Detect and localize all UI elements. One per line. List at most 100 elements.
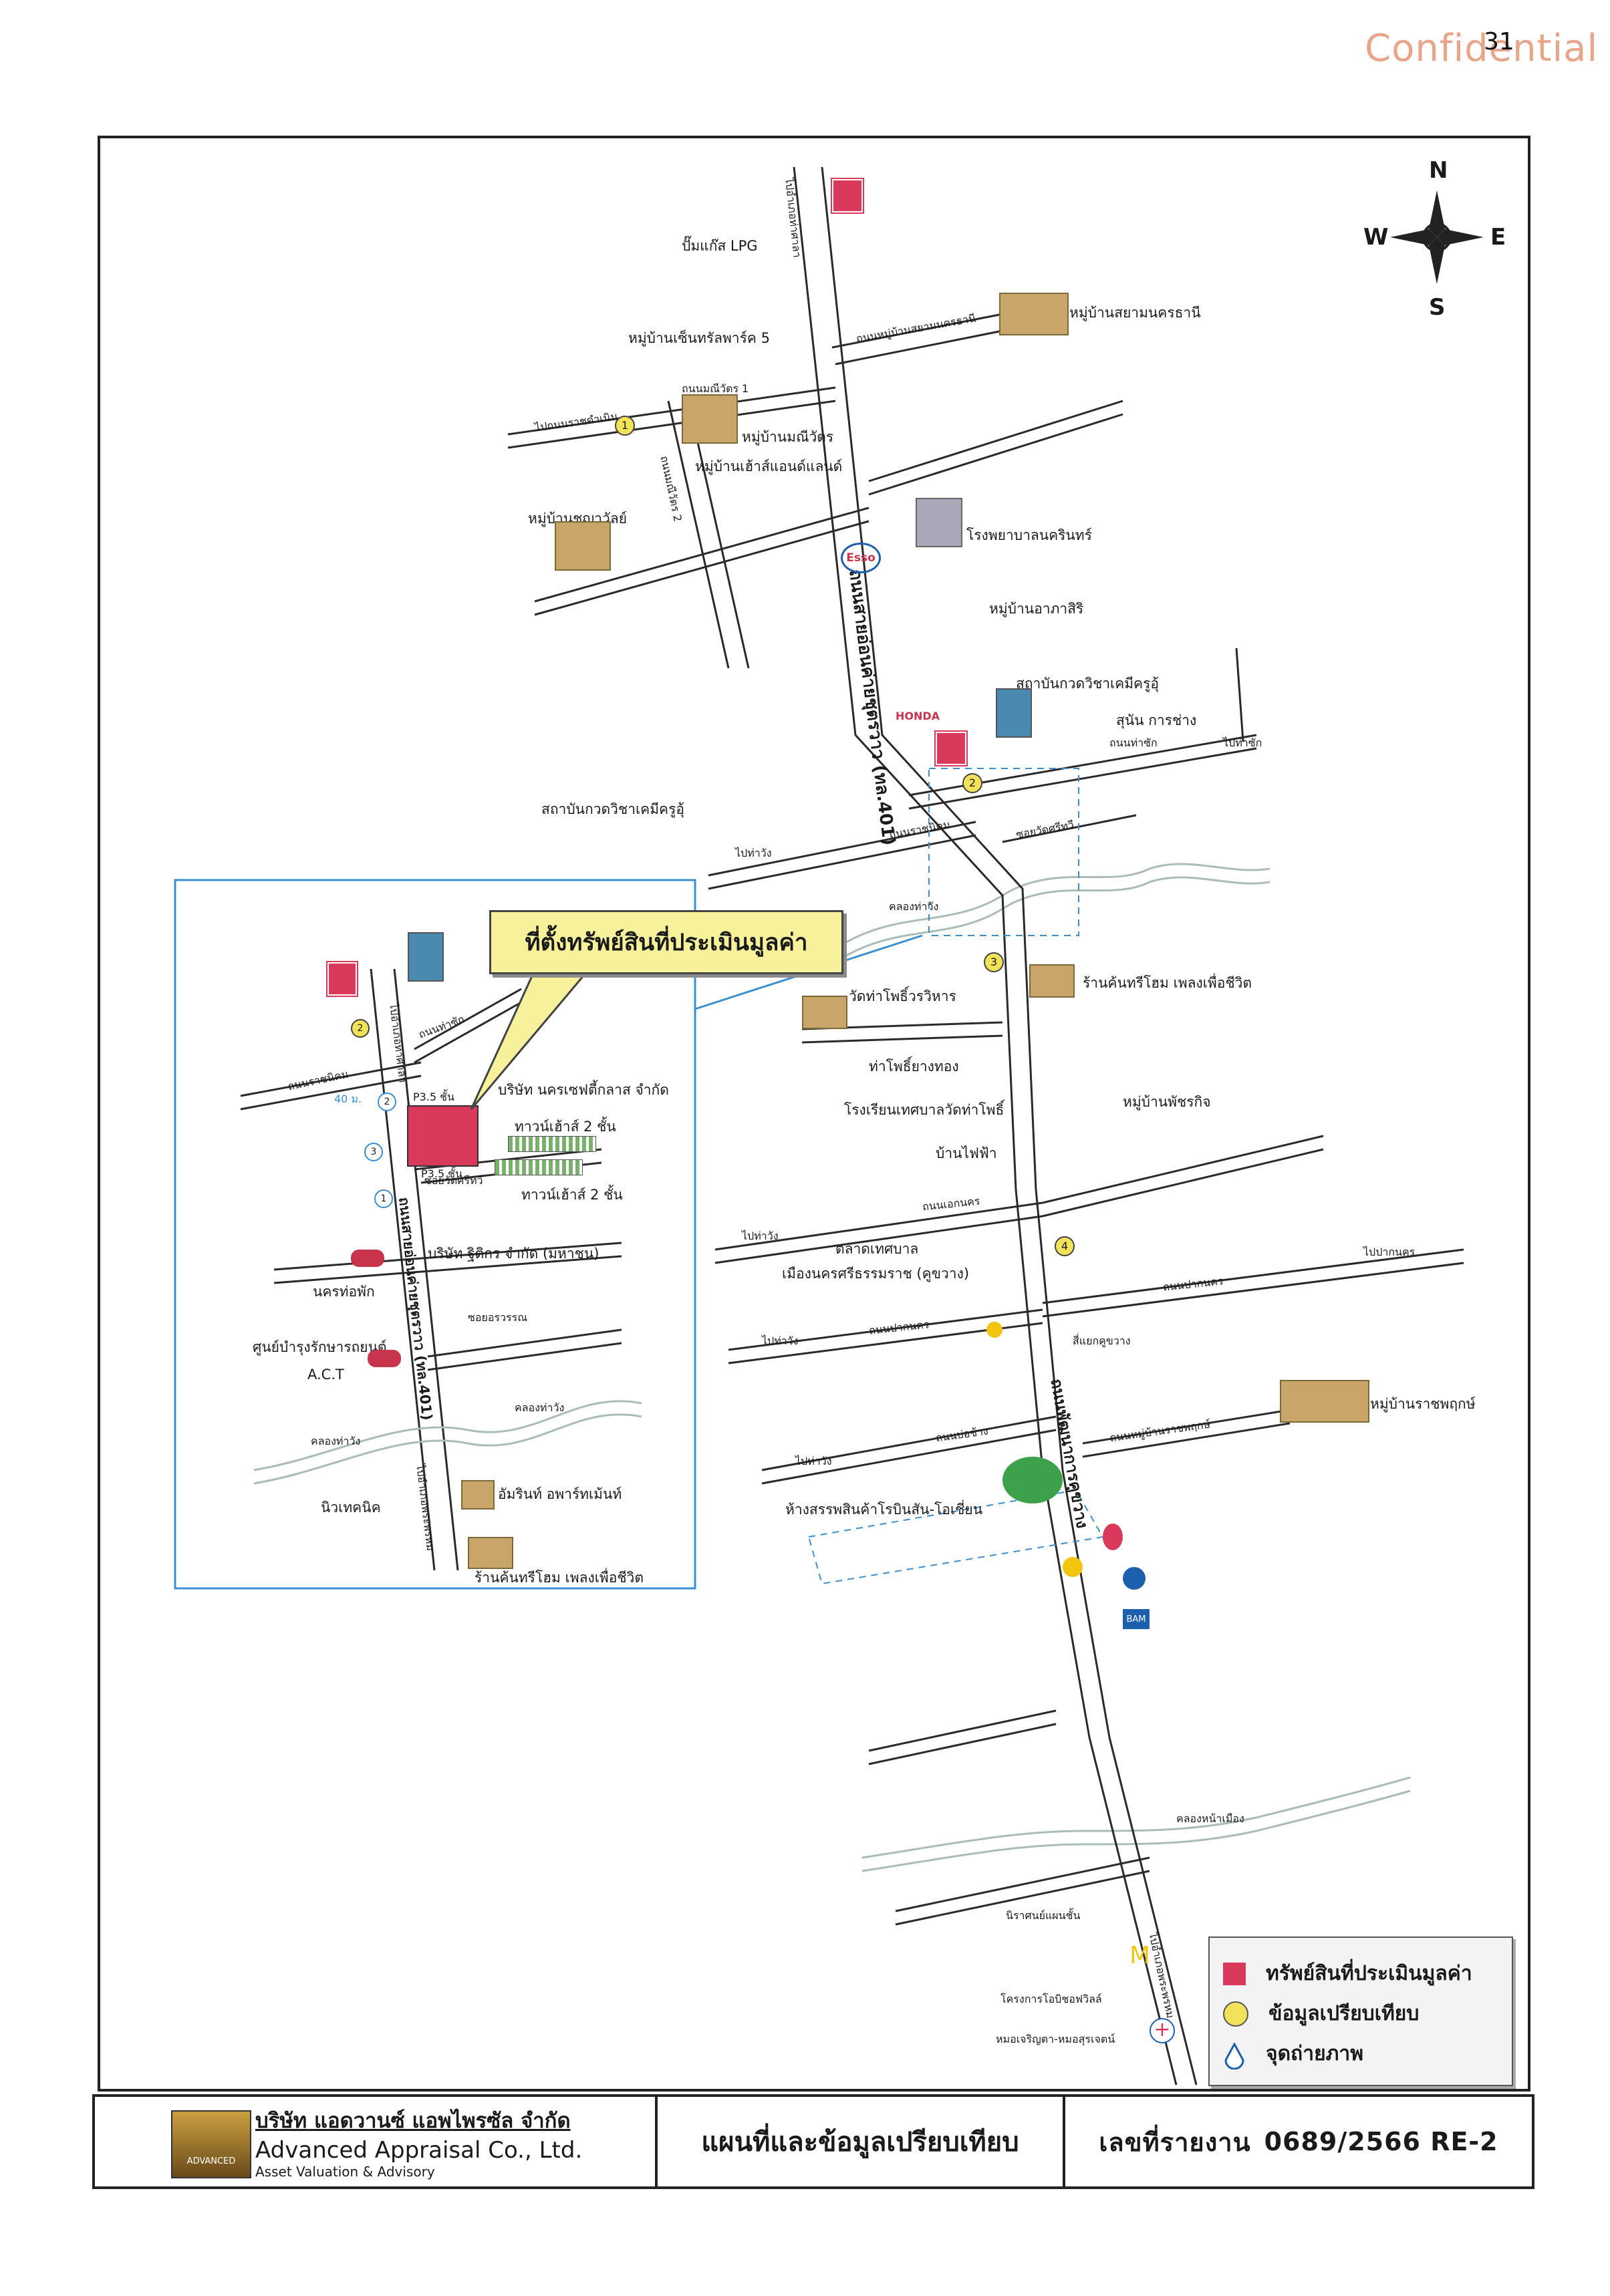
subject-parcel[interactable] (407, 1105, 479, 1167)
inset-nakhon: นครท่อพัก (313, 1284, 375, 1300)
inset-car-icon (351, 1250, 384, 1267)
label-maniwat: หมู่บ้านมณีวัตร (742, 429, 834, 445)
comparable-marker-3[interactable]: 3 (984, 952, 1004, 972)
comparable-marker-4[interactable]: 4 (1055, 1236, 1075, 1256)
road-to-tha-wang-3: ไปท่าวัง (762, 1334, 799, 1347)
comparable-marker-1[interactable]: 1 (615, 416, 635, 436)
river-na-mueang: คลองหน้าเมือง (1176, 1812, 1244, 1825)
inset-road-network (240, 968, 622, 1571)
label-arpasiri: หมู่บ้านอาภาสิริ (989, 601, 1084, 617)
inset-townhouse-b: ทาวน์เฮ้าส์ 2 ชั้น (521, 1187, 623, 1203)
clinic-cross-icon: + (1150, 2018, 1175, 2043)
label-clinic: หมอเจริญตา-หมอสุรเจตน์ (996, 2033, 1115, 2045)
fuel-drop-icon (1103, 1524, 1123, 1550)
label-chem-institute: สถาบันกวดวิชาเคมีครูอุ้ (1016, 676, 1159, 692)
inset-apartment: อัมรินท์ อพาร์ทเม้นท์ (498, 1486, 622, 1502)
village-house-icon-4 (1280, 1380, 1369, 1423)
road-to-tha-wang-1: ไปท่าวัง (735, 847, 772, 859)
dashed-area-1 (928, 768, 1079, 936)
landmark-building-icon (831, 178, 864, 214)
report-number-label: เลขที่รายงาน (1099, 2127, 1251, 2157)
inset-car-icon-2 (368, 1350, 401, 1367)
inset-photo-point-1[interactable]: 1 (374, 1189, 393, 1208)
subject-callout: ที่ตั้งทรัพย์สินที่ประเมินมูลค่า (489, 910, 843, 974)
river-tha-wang: คลองท่าวัง (889, 900, 939, 913)
footer-company-cell: ADVANCED บริษัท แอดวานซ์ แอพไพรซัล จำกัด… (95, 2097, 658, 2186)
road-to-tha-wang-4: ไปท่าวัง (795, 1455, 832, 1467)
bank-yellow-icon (1063, 1557, 1083, 1577)
legend-comparable-swatch (1223, 2001, 1248, 2027)
robinson-logo-icon (1002, 1457, 1063, 1503)
label-mueang-nakhon: เมืองนครศรีธรรมราช (คูขวาง) (782, 1266, 970, 1282)
legend-photo-icon (1223, 2041, 1246, 2069)
label-lpg: ปั๊มแก๊ส LPG (682, 238, 758, 254)
report-number: 0689/2566 RE-2 (1264, 2127, 1498, 2156)
inset-company-2: บริษัท ฐิติกร จำกัด (มหาชน) (428, 1246, 599, 1262)
map-frame (98, 136, 1530, 2092)
hospital-icon (916, 498, 962, 547)
mcdonalds-icon: M (1129, 1942, 1151, 1969)
label-chem-institute-2: สถาบันกวดวิชาเคมีครูอุ้ (541, 801, 684, 817)
inset-photo-point-2[interactable]: 2 (378, 1093, 396, 1111)
village-house-icon-2 (682, 394, 738, 444)
legend-subject-swatch (1223, 1962, 1246, 1985)
label-phatcharakit: หมู่บ้านพัชรกิจ (1123, 1094, 1211, 1110)
inset-tower-icon (408, 932, 444, 982)
compass-south: S (1429, 294, 1446, 321)
inset-khlong-2: คลองท่าวัง (311, 1435, 361, 1447)
road-tha-sak: ถนนท่าซัก (1109, 736, 1158, 749)
shell-icon (986, 1322, 1002, 1338)
label-sunan: สุนัน การช่าง (1116, 712, 1197, 728)
company-name-thai: บริษัท แอดวานซ์ แอพไพรซัล จำกัด (255, 2109, 571, 2133)
honda-logo: HONDA (896, 710, 940, 722)
legend-photo-label: จุดถ่ายภาพ (1266, 2042, 1364, 2065)
inset-townhouse-icon-b (495, 1159, 583, 1175)
label-ban-faifa: บ้านไฟฟ้า (936, 1145, 997, 1161)
map-title: แผนที่และข้อมูลเปรียบเทียบ (701, 2127, 1019, 2158)
inset-soi: ซอยวัดศรีทวี (424, 1174, 483, 1187)
company-logo: ADVANCED (171, 2110, 251, 2178)
inset-act: ศูนย์บำรุงรักษารถยนต์ (253, 1339, 387, 1355)
inset-building-icon (326, 961, 358, 997)
footer-title-cell: แผนที่และข้อมูลเปรียบเทียบ (658, 2097, 1065, 2186)
legend-comparable-row: ข้อมูลเปรียบเทียบ (1223, 1998, 1419, 2029)
compass-rose-icon (1390, 190, 1484, 284)
road-network (507, 166, 1464, 2086)
village-house-icon-3 (555, 521, 611, 571)
compass-east: E (1490, 224, 1506, 251)
compass: N S W E (1363, 157, 1510, 321)
company-name-english: Advanced Appraisal Co., Ltd. (255, 2137, 583, 2164)
inset-homepro: ร้านค้นทรีโฮม เพลงเพื่อชีวิต (475, 1570, 644, 1586)
village-house-icon-5 (1029, 964, 1075, 998)
road-maniwat-1: ถนนมณีวัตร 1 (682, 382, 749, 395)
bank-icon (1123, 1567, 1146, 1590)
tower-icon (996, 688, 1032, 738)
label-kankanya: โครงการโอบิชอฟวิลล์ (1000, 1993, 1102, 2005)
label-khu-khwang: สี่แยกคูขวาง (1073, 1334, 1131, 1347)
inset-frame (174, 879, 696, 1590)
inset-comparable-marker-2[interactable]: 2 (351, 1019, 370, 1038)
road-to-nakhon: ไปปากนคร (1363, 1246, 1416, 1258)
landmark-building-icon-2 (934, 730, 968, 766)
inset-act-2: A.C.T (307, 1367, 344, 1383)
map-legend: ทรัพย์สินที่ประเมินมูลค่า ข้อมูลเปรียบเท… (1208, 1936, 1513, 2086)
inset-homepro-icon (468, 1537, 513, 1569)
label-school: โรงเรียนเทศบาลวัดท่าโพธิ์ (844, 1102, 1004, 1118)
inset-photo-point-3[interactable]: 3 (364, 1143, 383, 1161)
inset-townhouse-a: ทาวน์เฮ้าส์ 2 ชั้น (515, 1119, 616, 1135)
village-house-icon (999, 293, 1069, 335)
compass-west: W (1363, 224, 1389, 251)
legend-photo-row: จุดถ่ายภาพ (1223, 2038, 1363, 2069)
label-hospital: โรงพยาบาลนครินทร์ (966, 527, 1092, 543)
label-wat-tha-pho: วัดท่าโพธิ์วรวิหาร (849, 988, 956, 1004)
label-house-land: หมู่บ้านเฮ้าส์แอนด์แลนด์ (695, 458, 843, 474)
label-homepro-top: ร้านค้นทรีโฮม เพลงเพื่อชีวิต (1083, 975, 1252, 991)
inset-p35-a: P3.5 ชั้น (413, 1091, 454, 1103)
esso-logo: Esso (841, 543, 881, 573)
label-ratchaphruek-village: หมู่บ้านราชพฤกษ์ (1370, 1396, 1476, 1412)
comparable-marker-2[interactable]: 2 (962, 773, 982, 793)
legend-subject-row: ทรัพย์สินที่ประเมินมูลค่า (1223, 1958, 1472, 1989)
compass-north: N (1429, 157, 1448, 184)
inset-rivers (253, 1400, 642, 1485)
